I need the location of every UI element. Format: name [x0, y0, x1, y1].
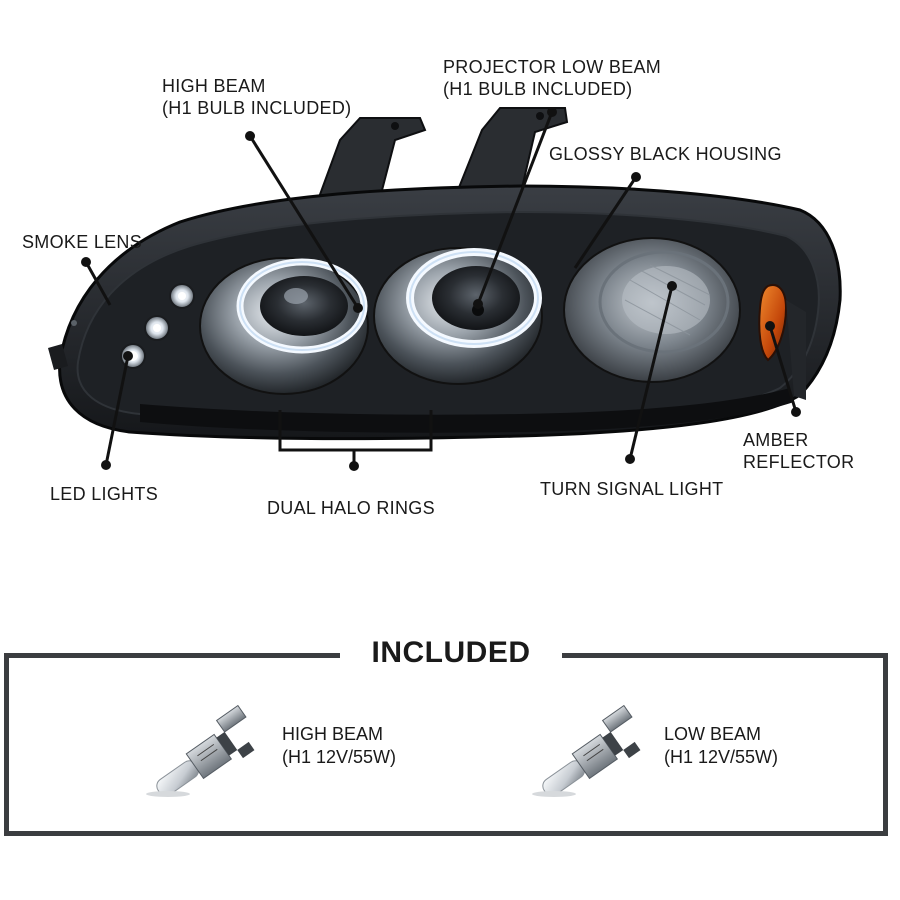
- callout-led-lights-line1: LED LIGHTS: [50, 484, 159, 504]
- callout-glossy-black-housing: GLOSSY BLACK HOUSING: [549, 143, 782, 165]
- callout-dual-halo-rings-line1: DUAL HALO RINGS: [267, 498, 435, 518]
- bulb-label-low-beam-line1: LOW BEAM: [664, 724, 762, 744]
- bulb-label-low-beam: LOW BEAM (H1 12V/55W): [664, 723, 778, 769]
- h1-bulb-icon: [146, 704, 255, 797]
- included-title-backdrop: [340, 632, 562, 676]
- callout-high-beam-line1: HIGH BEAM: [162, 76, 266, 96]
- callout-smoke-lens: SMOKE LENS: [22, 231, 142, 253]
- callout-glossy-black-housing-line1: GLOSSY BLACK HOUSING: [549, 144, 782, 164]
- callout-led-lights: LED LIGHTS: [50, 483, 158, 505]
- callout-projector-low-beam-line1: PROJECTOR LOW BEAM: [443, 57, 662, 77]
- bulb-label-high-beam: HIGH BEAM (H1 12V/55W): [282, 723, 396, 769]
- bulb-label-high-beam-line1: HIGH BEAM: [282, 724, 384, 744]
- included-title: INCLUDED: [371, 636, 531, 669]
- callout-turn-signal-light-line1: TURN SIGNAL LIGHT: [540, 479, 724, 499]
- callout-amber-reflector-line2: REFLECTOR: [743, 452, 855, 472]
- bulb-label-high-beam-line2: (H1 12V/55W): [282, 747, 397, 767]
- callout-smoke-lens-line1: SMOKE LENS: [22, 232, 143, 252]
- bulb-label-low-beam-line2: (H1 12V/55W): [664, 747, 779, 767]
- callout-high-beam-line2: (H1 BULB INCLUDED): [162, 98, 352, 118]
- callout-amber-reflector-line1: AMBER: [743, 430, 809, 450]
- callout-high-beam: HIGH BEAM (H1 BULB INCLUDED): [162, 75, 351, 119]
- callout-dual-halo-rings: DUAL HALO RINGS: [267, 497, 435, 519]
- callout-projector-low-beam-line2: (H1 BULB INCLUDED): [443, 79, 633, 99]
- callout-projector-low-beam: PROJECTOR LOW BEAM (H1 BULB INCLUDED): [443, 56, 661, 100]
- h1-bulb-icon: [532, 704, 641, 797]
- callout-amber-reflector: AMBER REFLECTOR: [743, 429, 854, 473]
- callout-turn-signal-light: TURN SIGNAL LIGHT: [540, 478, 723, 500]
